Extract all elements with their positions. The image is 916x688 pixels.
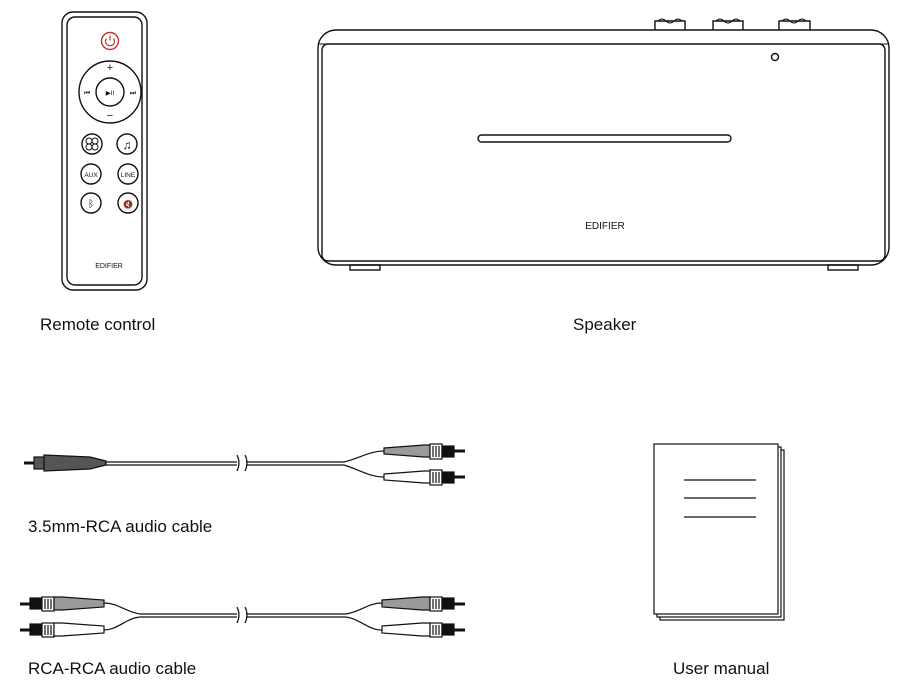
- remote-labels: + − ⏮ ▶II ⏭ ♫ AUX LINE ᛒ 🔇 EDIFIER: [84, 62, 137, 270]
- music-icon: ♫: [123, 138, 132, 152]
- rca-plug-grey: [383, 444, 431, 458]
- cable-rca-caption: RCA-RCA audio cable: [28, 659, 197, 678]
- line-button: [117, 163, 139, 185]
- mute-button: [117, 192, 139, 214]
- music-button: [116, 133, 138, 155]
- remote-control-caption: Remote control: [40, 315, 156, 334]
- plus-label: +: [107, 62, 113, 74]
- cable-break-mark: [236, 454, 248, 472]
- speaker-foot-left: [349, 264, 381, 271]
- aux-label: AUX: [84, 172, 98, 179]
- speaker-brand-logo: EDIFIER: [585, 221, 624, 232]
- speaker-top-knob-3: [778, 20, 811, 30]
- input-source-icon: [85, 137, 99, 151]
- bluetooth-icon: ᛒ: [88, 199, 94, 210]
- manual-cover: [653, 443, 779, 615]
- speaker-top-knob-1: [654, 20, 686, 30]
- speaker-top-knob-2: [712, 20, 744, 30]
- cable-35mm-caption: 3.5mm-RCA audio cable: [28, 517, 213, 536]
- volume-ring: [78, 60, 142, 124]
- speaker-light-slot: [477, 134, 732, 143]
- cable-rca-rca: [20, 596, 465, 638]
- play-pause-icon: ▶II: [106, 90, 115, 97]
- cable-break-mark-2: [236, 606, 248, 624]
- aux-button: [80, 163, 102, 185]
- speaker-outer-body: [317, 29, 890, 266]
- rca-left-grey: [53, 596, 105, 611]
- remote-brand-logo: EDIFIER: [95, 263, 123, 270]
- manual-caption: User manual: [673, 659, 770, 678]
- cable-35mm-rca: [24, 443, 465, 486]
- prev-icon: ⏮: [84, 90, 90, 97]
- rca-right-white: [381, 622, 431, 637]
- rca-plug-white: [383, 470, 431, 484]
- bluetooth-button: [80, 192, 102, 214]
- ir-sensor: [770, 52, 780, 62]
- remote-inner-body: [66, 16, 143, 286]
- plug-35mm-body: [43, 454, 107, 472]
- speaker-caption: Speaker: [573, 315, 637, 334]
- user-manual: [653, 443, 785, 621]
- minus-label: −: [107, 110, 113, 122]
- speaker: [317, 18, 890, 271]
- speaker-foot-right: [827, 264, 859, 271]
- next-icon: ⏭: [130, 90, 137, 97]
- play-pause-button: [95, 77, 125, 107]
- rca-left-white: [53, 622, 105, 637]
- remote-control: [61, 11, 148, 291]
- rca-right-grey: [381, 596, 431, 611]
- line-label: LINE: [121, 172, 136, 179]
- power-icon: [100, 31, 120, 51]
- mute-icon: 🔇: [123, 199, 133, 209]
- input-button: [81, 133, 103, 155]
- remote-outer-body: [61, 11, 148, 291]
